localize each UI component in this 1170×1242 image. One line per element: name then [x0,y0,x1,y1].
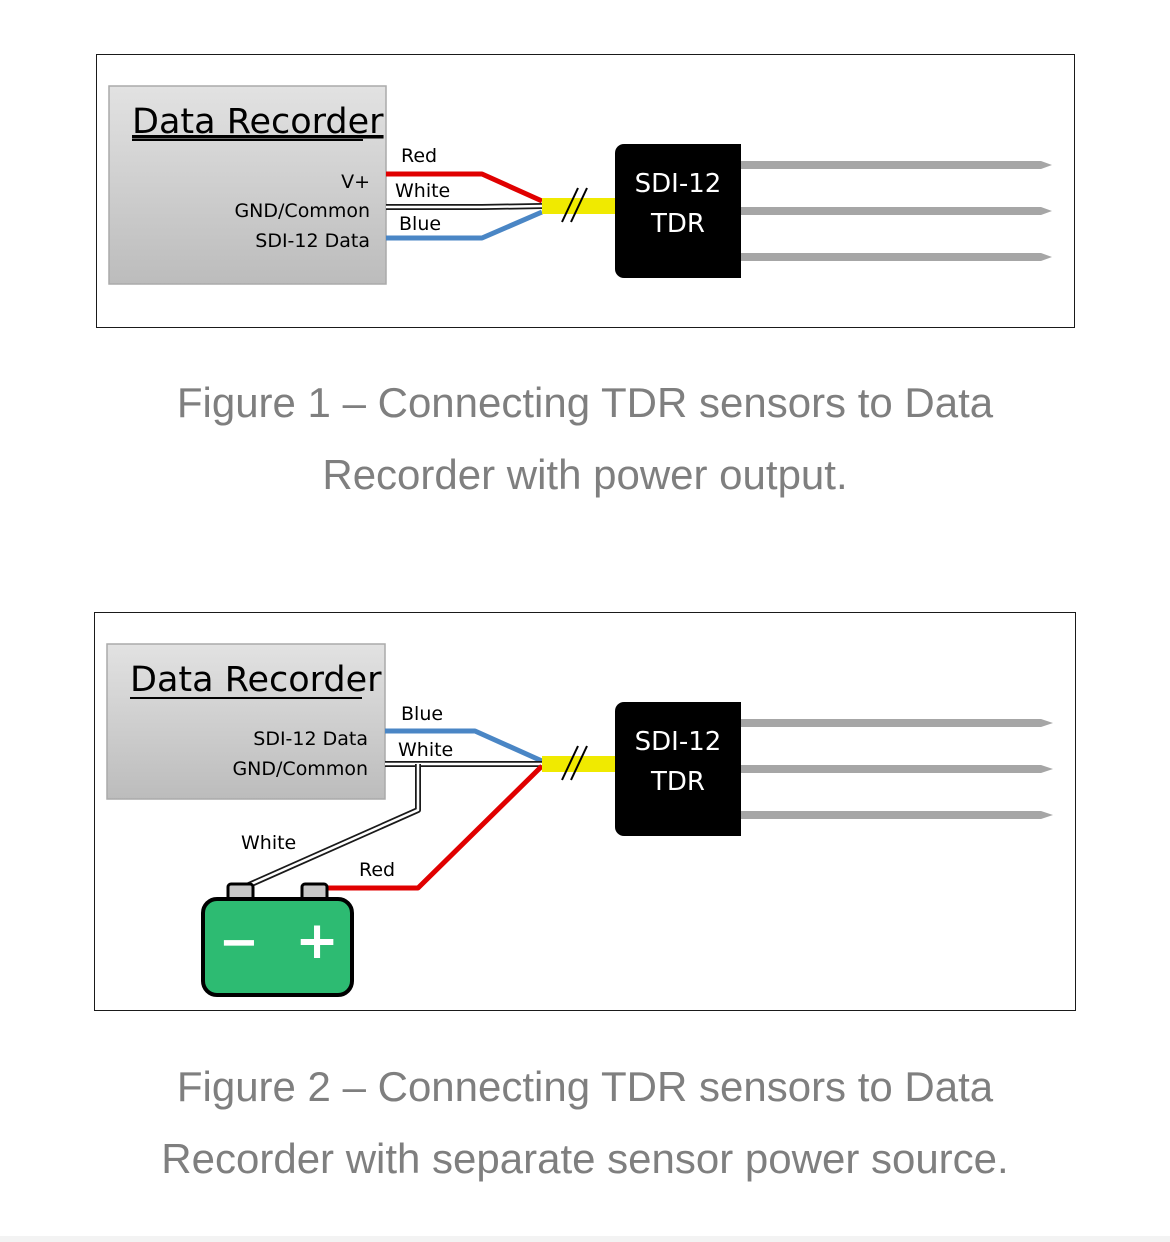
battery-minus-symbol: − [219,914,259,970]
wire-label-blue: Blue [399,213,441,235]
sensor-probe [741,811,1053,819]
caption-line: Recorder with power output. [322,451,848,498]
sensor-label-line2: TDR [650,767,705,797]
caption-line: Figure 1 – Connecting TDR sensors to Dat… [176,379,994,426]
terminal-label: SDI-12 Data [253,728,368,750]
red-wire [386,171,544,204]
figure-2-svg: Data Recorder SDI-12 Data GND/Common Blu… [106,643,1053,997]
sensor-probe [741,207,1052,215]
terminal-label: V+ [341,171,370,193]
wire-label-white-battery: White [241,832,296,854]
terminal-label: GND/Common [232,758,368,780]
battery-icon: − + [201,882,354,997]
sensor-probe [741,765,1053,773]
figure-1-caption: Figure 1 – Connecting TDR sensors to Dat… [0,367,1170,511]
caption-line: Figure 2 – Connecting TDR sensors to Dat… [176,1063,994,1110]
figure-2-caption: Figure 2 – Connecting TDR sensors to Dat… [0,1051,1170,1195]
sensor-probe [741,161,1052,169]
wire-label-white: White [398,739,453,761]
battery-plus-symbol: + [295,911,339,971]
figure-1-diagram: Data Recorder V+ GND/Common SDI-12 Data … [96,54,1075,328]
figure-2-diagram: Data Recorder SDI-12 Data GND/Common Blu… [94,612,1076,1011]
cable-break-mark [561,187,588,223]
data-recorder-box [106,643,386,800]
wire-label-red-battery: Red [359,859,395,881]
sensor-label-line1: SDI-12 [635,727,722,757]
wire-label-blue: Blue [401,703,443,725]
wire-label-red: Red [401,145,437,167]
data-recorder-title: Data Recorder [132,102,384,142]
terminal-label: SDI-12 Data [255,230,370,252]
sensor-label-line2: TDR [650,209,705,239]
terminal-label: GND/Common [234,200,370,222]
cable-break-mark [561,745,588,781]
sensor-probe [741,253,1052,261]
page-bottom-strip [0,1236,1170,1242]
wire-label-white: White [395,180,450,202]
sensor-label-line1: SDI-12 [635,169,722,199]
caption-line: Recorder with separate sensor power sour… [161,1135,1009,1182]
tdr-sensor-body [615,702,741,836]
sensor-probe [741,719,1053,727]
blue-wire [386,209,543,241]
data-recorder-title: Data Recorder [130,660,382,700]
tdr-sensor-body [615,144,741,278]
blue-wire [385,728,544,764]
white-wire-battery [238,764,421,892]
data-recorder-box [108,85,387,285]
figure-1-svg: Data Recorder V+ GND/Common SDI-12 Data … [108,85,1052,285]
red-wire [316,764,544,891]
white-wire [386,203,543,210]
